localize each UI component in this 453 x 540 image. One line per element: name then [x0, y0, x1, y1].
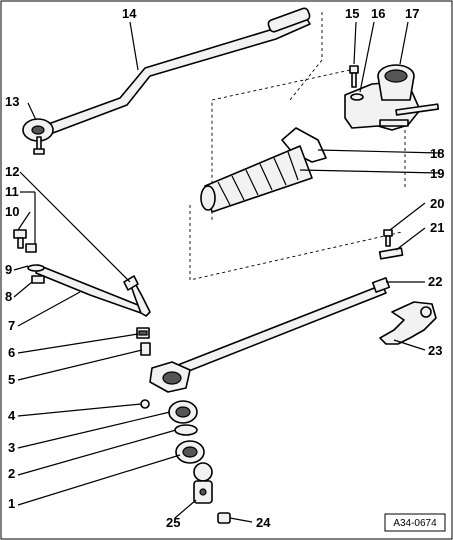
- shift-rod-part-14: [39, 7, 311, 137]
- sleeve-part-11: [25, 243, 37, 253]
- sleeve-part-5: [140, 342, 151, 356]
- clip-part-12: [123, 275, 139, 291]
- callout-21: 21: [430, 220, 444, 235]
- callout-16: 16: [371, 6, 385, 21]
- main-shift-rod-part-22: [159, 277, 391, 381]
- reference-code: A34-0674: [393, 518, 437, 529]
- callout-8: 8: [5, 289, 12, 304]
- callout-3: 3: [8, 440, 15, 455]
- ring-part-2: [174, 424, 198, 436]
- callout-labels: 1 2 3 4 5 6 7 8 9 10 11 12 13 14 15 16 1…: [5, 6, 444, 530]
- bolt-part-20: [383, 229, 393, 247]
- callout-5: 5: [8, 372, 15, 387]
- lever-bracket-part-23: [379, 301, 437, 345]
- bearing-ring-part-3: [168, 400, 198, 424]
- nut-part-8: [31, 275, 45, 284]
- callout-15: 15: [345, 6, 359, 21]
- bushing-part-6: [136, 327, 150, 339]
- callout-10: 10: [5, 204, 19, 219]
- callout-11: 11: [5, 184, 19, 199]
- bolt-part-15: [349, 65, 359, 88]
- washer-part-16: [350, 93, 364, 101]
- seat-cup-part-1: [175, 440, 205, 464]
- ball-socket-part-13: [22, 118, 54, 155]
- bolt-part-10: [13, 229, 27, 249]
- callout-25: 25: [166, 515, 180, 530]
- cap-part-24: [217, 512, 231, 524]
- leader-lines: [13, 21, 441, 523]
- callout-19: 19: [430, 166, 444, 181]
- callout-22: 22: [428, 274, 442, 289]
- ball-pivot-part-25: [193, 462, 213, 504]
- callout-23: 23: [428, 343, 442, 358]
- bearing-part-4: [140, 399, 150, 409]
- callout-17: 17: [405, 6, 419, 21]
- callout-2: 2: [8, 466, 15, 481]
- callout-6: 6: [8, 345, 15, 360]
- callout-7: 7: [8, 318, 15, 333]
- plate-part-21: [378, 247, 404, 260]
- callout-4: 4: [8, 408, 16, 423]
- reference-code-box: A34-0674: [384, 513, 446, 532]
- callout-1: 1: [8, 496, 15, 511]
- callout-12: 12: [5, 164, 19, 179]
- selector-bracket-part-17: [344, 64, 440, 131]
- callout-14: 14: [122, 6, 137, 21]
- callout-18: 18: [430, 146, 444, 161]
- rubber-boot-part-19: [200, 145, 313, 213]
- selector-shaft-part-7: [35, 264, 151, 317]
- callout-24: 24: [256, 515, 271, 530]
- shift-housing: [149, 361, 191, 393]
- callout-13: 13: [5, 94, 19, 109]
- callout-20: 20: [430, 196, 444, 211]
- callout-9: 9: [5, 262, 12, 277]
- washer-part-9: [27, 264, 45, 272]
